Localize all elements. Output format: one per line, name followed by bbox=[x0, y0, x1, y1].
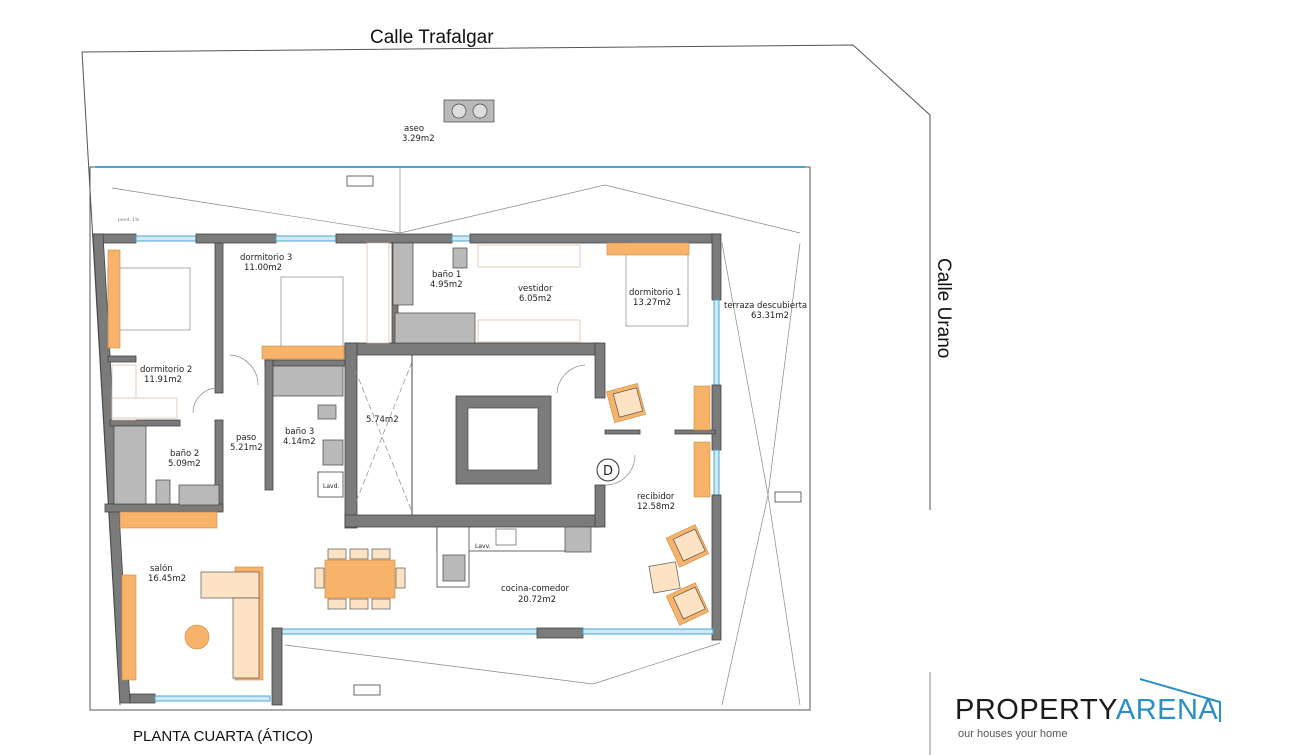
property-arena-logo: PROPERTYARENA our houses your home bbox=[955, 676, 1235, 746]
entry-door-swing[interactable] bbox=[604, 454, 636, 486]
vent-icon bbox=[346, 175, 374, 187]
svg-text:baño 3: baño 3 bbox=[285, 427, 314, 437]
site-boundary bbox=[81, 44, 931, 706]
svg-text:dormitorio 3: dormitorio 3 bbox=[240, 253, 292, 263]
washing-machine bbox=[317, 471, 344, 498]
svg-text:baño 1: baño 1 bbox=[432, 270, 461, 280]
wardrobe bbox=[111, 397, 178, 419]
svg-text:Lavd.: Lavd. bbox=[323, 483, 339, 490]
drainage-lines-top bbox=[111, 184, 801, 234]
svg-text:5.09m2: 5.09m2 bbox=[168, 459, 201, 469]
door-swing bbox=[556, 364, 586, 394]
svg-text:6.05m2: 6.05m2 bbox=[519, 294, 552, 304]
svg-text:aseo: aseo bbox=[404, 124, 424, 134]
svg-text:5.74m2: 5.74m2 bbox=[366, 415, 399, 425]
shower bbox=[394, 312, 476, 344]
svg-text:dormitorio 1: dormitorio 1 bbox=[629, 288, 681, 298]
door-mark: D bbox=[603, 464, 613, 479]
sink-unit bbox=[322, 439, 344, 466]
svg-text:terraza descubierta: terraza descubierta bbox=[724, 301, 807, 311]
svg-text:11.91m2: 11.91m2 bbox=[144, 375, 182, 385]
elevator bbox=[467, 407, 539, 471]
door-swing bbox=[192, 387, 219, 414]
logo-roof-icon bbox=[1139, 678, 1221, 722]
bed-dormitorio-1 bbox=[625, 242, 689, 327]
svg-text:11.00m2: 11.00m2 bbox=[244, 263, 282, 273]
svg-text:4.95m2: 4.95m2 bbox=[430, 280, 463, 290]
svg-text:5.21m2: 5.21m2 bbox=[230, 443, 263, 453]
svg-text:pend. 1%: pend. 1% bbox=[118, 217, 140, 223]
entry-door-marker bbox=[596, 458, 620, 482]
dining-chairs bbox=[314, 548, 406, 610]
logo-wordmark: PROPERTYARENA bbox=[955, 694, 1219, 726]
svg-text:13.27m2: 13.27m2 bbox=[633, 298, 671, 308]
bed-dormitorio-2 bbox=[107, 267, 191, 331]
svg-text:63.31m2: 63.31m2 bbox=[751, 311, 789, 321]
pouf bbox=[648, 561, 681, 594]
toilet bbox=[452, 247, 468, 269]
svg-text:4.14m2: 4.14m2 bbox=[283, 437, 316, 447]
wardrobe bbox=[477, 244, 581, 268]
sofa bbox=[200, 566, 264, 681]
door-swing bbox=[229, 354, 259, 386]
sideboard bbox=[693, 441, 711, 498]
room-labels: aseo 3.29m2 dormitorio 3 11.00m2 baño 1 … bbox=[118, 124, 807, 605]
svg-text:20.72m2: 20.72m2 bbox=[518, 595, 556, 605]
svg-text:vestidor: vestidor bbox=[518, 284, 553, 294]
shower bbox=[113, 425, 147, 505]
sideboard bbox=[693, 385, 711, 431]
kitchen-counter bbox=[436, 526, 592, 588]
svg-text:cocina-comedor: cocina-comedor bbox=[501, 584, 570, 594]
svg-text:dormitorio 2: dormitorio 2 bbox=[140, 365, 192, 375]
void-shaft bbox=[351, 355, 413, 515]
bench bbox=[119, 511, 218, 529]
vent-icon bbox=[353, 684, 381, 696]
drainage-lines-bottom bbox=[284, 642, 721, 685]
shower bbox=[272, 365, 344, 397]
street-name-top: Calle Trafalgar bbox=[370, 27, 494, 48]
bed-dormitorio-3 bbox=[280, 276, 344, 358]
tv-unit bbox=[121, 574, 137, 681]
svg-text:3.29m2: 3.29m2 bbox=[402, 134, 435, 144]
wardrobe bbox=[477, 319, 581, 343]
vent-icon bbox=[774, 491, 802, 503]
toilet bbox=[317, 404, 337, 420]
street-name-right: Calle Urano bbox=[933, 258, 954, 358]
svg-text:paso: paso bbox=[236, 433, 256, 443]
svg-text:recibidor: recibidor bbox=[637, 492, 675, 502]
svg-text:12.58m2: 12.58m2 bbox=[637, 502, 675, 512]
svg-text:Lavv.: Lavv. bbox=[475, 543, 491, 550]
toilet bbox=[155, 479, 171, 505]
logo-tagline: our houses your home bbox=[958, 728, 1068, 740]
sink-unit bbox=[392, 242, 414, 306]
drainage-lines-right bbox=[721, 242, 801, 496]
sink-unit bbox=[178, 484, 220, 506]
dining-table bbox=[324, 559, 396, 599]
coffee-table bbox=[184, 624, 210, 650]
wardrobe bbox=[366, 242, 390, 344]
svg-text:16.45m2: 16.45m2 bbox=[148, 574, 186, 584]
svg-text:baño 2: baño 2 bbox=[170, 449, 199, 459]
floor-title: PLANTA CUARTA (ÁTICO) bbox=[133, 728, 313, 745]
svg-text:salón: salón bbox=[150, 563, 173, 574]
